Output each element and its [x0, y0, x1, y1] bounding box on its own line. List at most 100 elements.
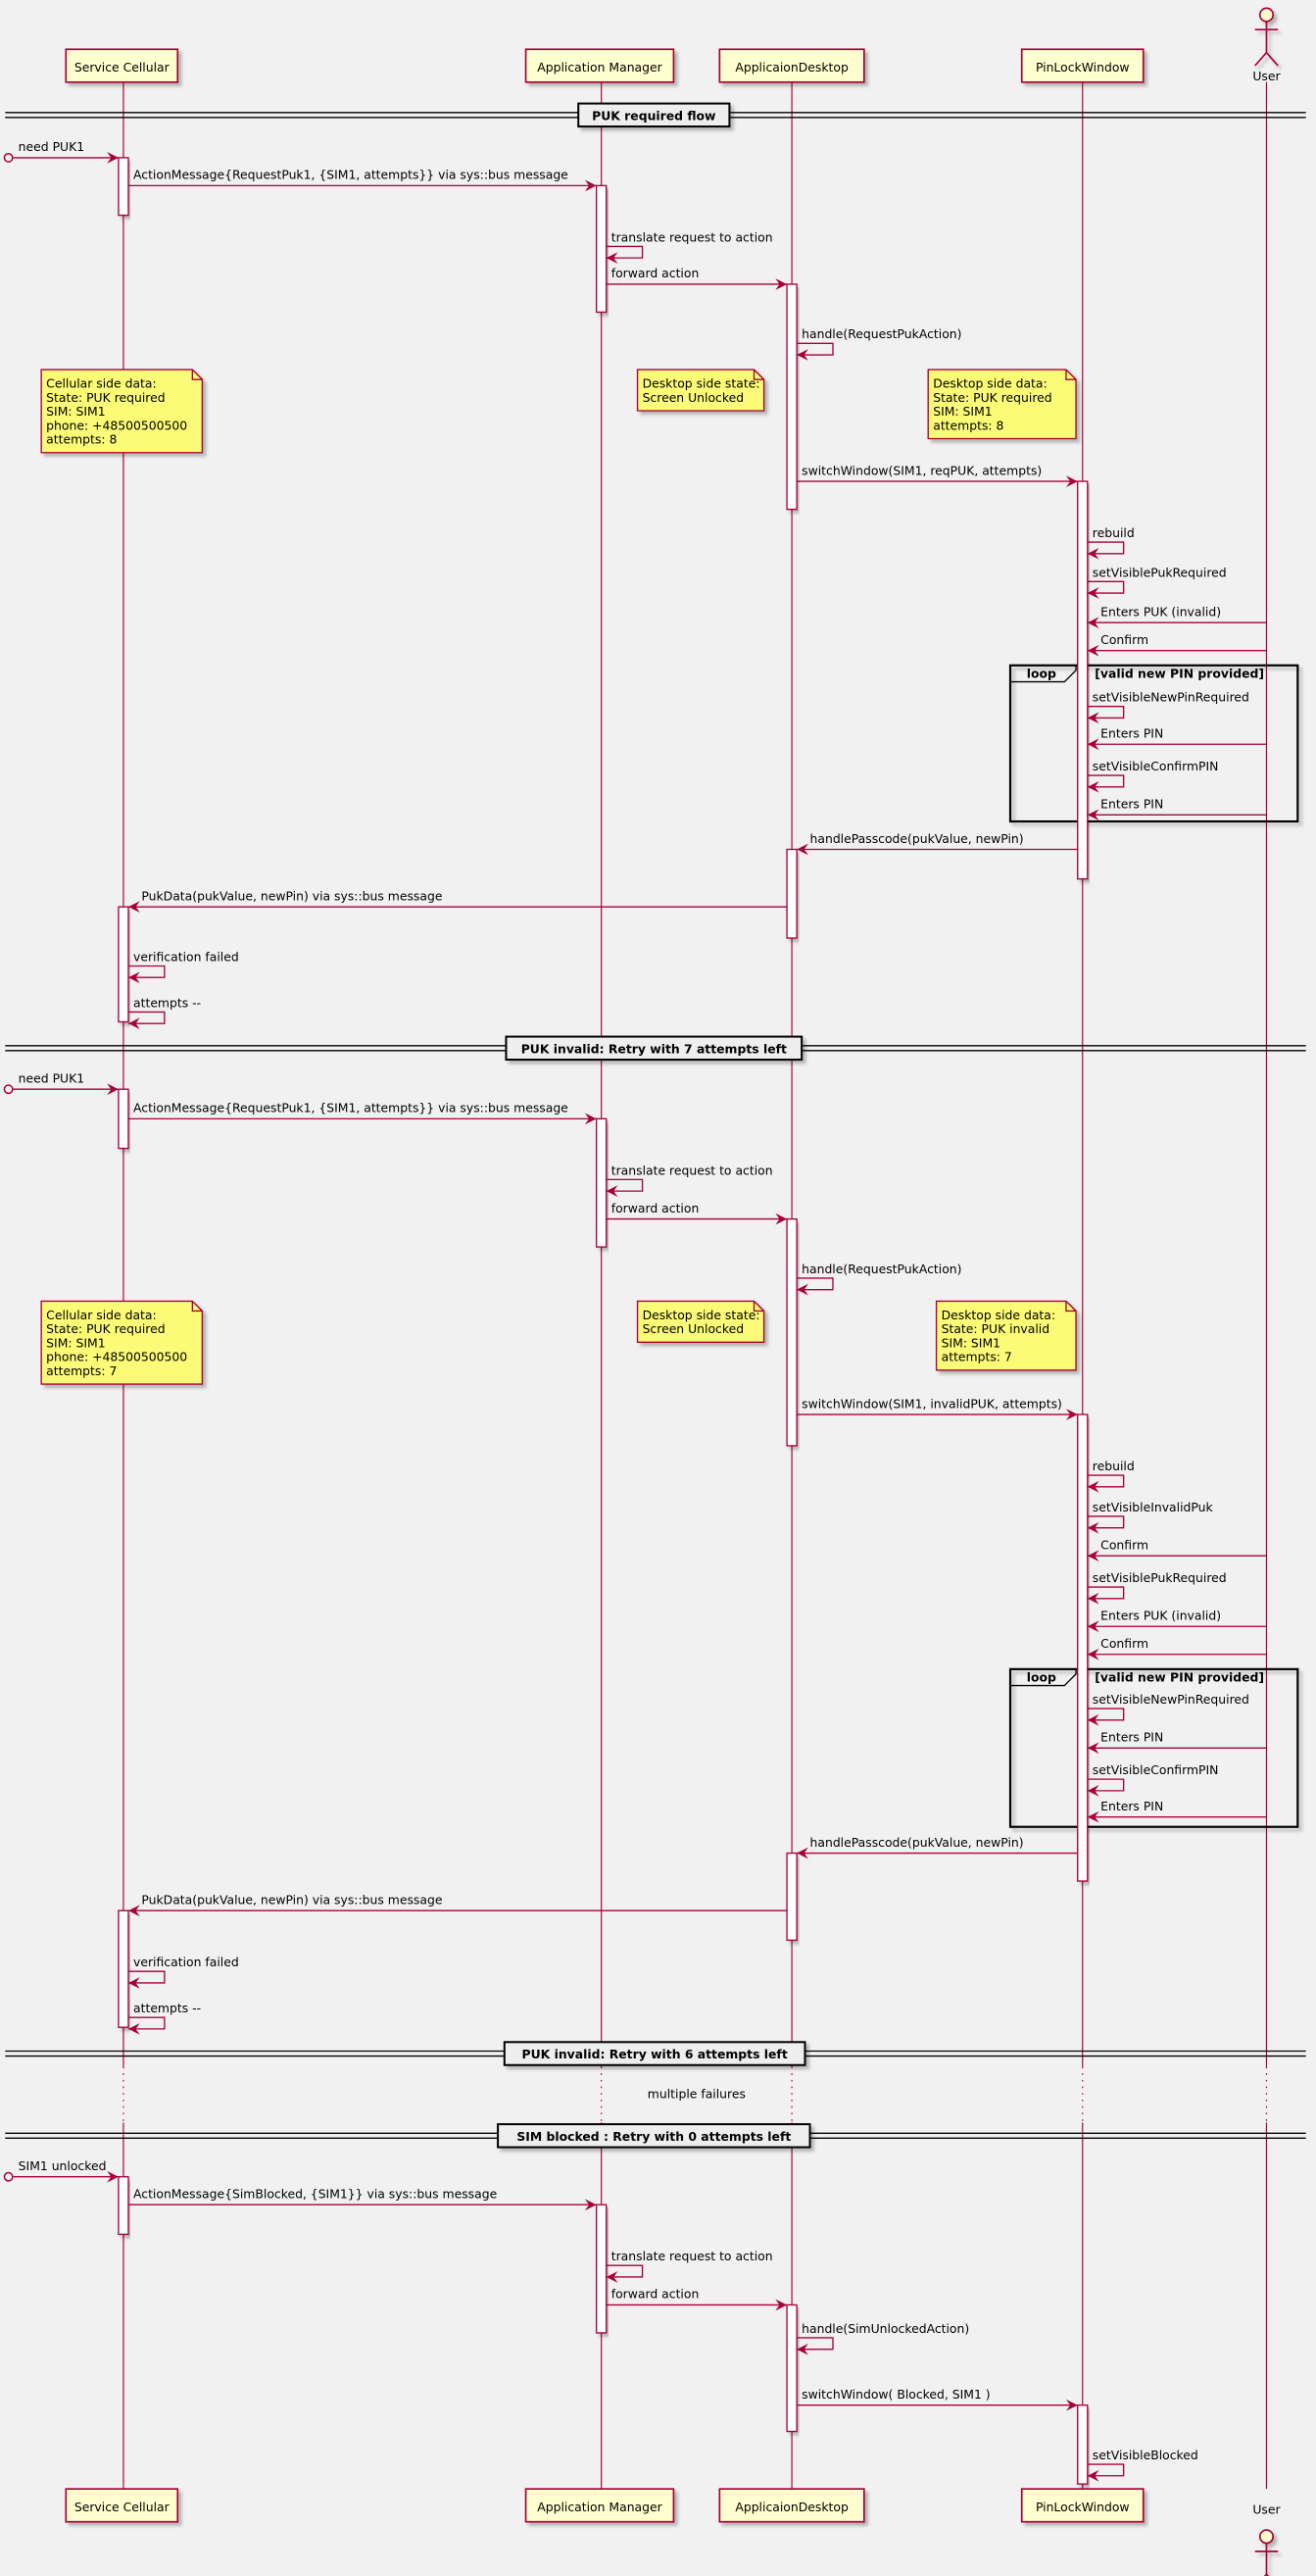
divider-label: PUK invalid: Retry with 7 attempts left	[521, 1041, 787, 1056]
message-label: handle(SimUnlockedAction)	[802, 2321, 969, 2336]
actor-bottom-user	[1254, 2529, 1279, 2576]
arrowhead-icon	[1087, 1620, 1099, 1633]
note-box	[40, 1300, 204, 1385]
activation-am	[595, 184, 608, 314]
note-box	[636, 1300, 765, 1343]
message-label: switchWindow(SIM1, invalidPUK, attempts)	[802, 1396, 1062, 1411]
message: ActionMessage{SimBlocked, {SIM1}} via sy…	[127, 2187, 597, 2211]
participant-top-pl	[1020, 48, 1145, 83]
message: setVisibleInvalidPuk	[1087, 1500, 1214, 1534]
note: Cellular side data:State: PUK requiredSI…	[40, 1300, 204, 1385]
note: Cellular side data:State: PUK requiredSI…	[40, 369, 204, 454]
message: handle(RequestPukAction)	[797, 1262, 961, 1296]
message-label: SIM1 unlocked	[19, 2158, 107, 2173]
arrowhead-icon	[1065, 2399, 1078, 2411]
participant-label: User	[1252, 2502, 1281, 2516]
self-message-line	[1087, 2463, 1125, 2477]
note-line: Desktop side data:	[942, 1308, 1055, 1322]
arrowhead-icon	[1087, 1648, 1099, 1660]
arrowhead-icon	[797, 843, 808, 856]
note-line: State: PUK required	[46, 390, 165, 405]
note-line: phone: +48500500500	[46, 1350, 187, 1364]
divider-box	[577, 102, 731, 128]
message-label: ActionMessage{RequestPuk1, {SIM1, attemp…	[133, 1101, 568, 1115]
message: rebuild	[1087, 525, 1135, 560]
message-label: Confirm	[1100, 1636, 1148, 1651]
actor-top-user	[1254, 7, 1279, 67]
note-line: Desktop side data:	[933, 376, 1047, 391]
message-label: Enters PUK (invalid)	[1100, 1609, 1221, 1623]
activation-sc	[118, 1088, 129, 1150]
delay-label: multiple failures	[648, 2086, 746, 2101]
arrowhead-icon	[1087, 1742, 1099, 1755]
message-label: Enters PUK (invalid)	[1100, 605, 1221, 619]
participant-label: PinLockWindow	[1036, 2500, 1130, 2514]
message-label: setVisiblePukRequired	[1093, 565, 1227, 579]
divider-box	[497, 2123, 811, 2149]
note-line: attempts: 7	[46, 1363, 117, 1378]
loop-frame	[1008, 664, 1299, 823]
self-message-line	[127, 1011, 166, 1024]
participant-label: Service Cellular	[74, 2500, 171, 2514]
arrowhead-icon	[1087, 1784, 1099, 1797]
self-message-line	[606, 2264, 644, 2278]
message-label: translate request to action	[611, 229, 773, 244]
message: Confirm	[1087, 632, 1267, 657]
message-label: attempts --	[133, 995, 201, 1010]
arrowhead-icon	[1087, 547, 1099, 560]
found-message-circle-icon	[3, 1084, 14, 1095]
arrowhead-icon	[1087, 1592, 1099, 1605]
activation-pl	[1077, 480, 1089, 880]
arrowhead-icon	[606, 252, 618, 265]
note-line: State: PUK required	[933, 390, 1051, 405]
activation-ad	[786, 2304, 798, 2433]
message: ActionMessage{RequestPuk1, {SIM1, attemp…	[127, 168, 597, 192]
arrowhead-icon	[606, 2271, 618, 2283]
participant-bottom-pl	[1020, 2488, 1145, 2523]
message-label: Enters PIN	[1100, 1730, 1163, 1745]
arrowhead-icon	[127, 1977, 140, 1989]
note-fold	[1065, 1301, 1077, 1313]
message-label: ActionMessage{RequestPuk1, {SIM1, attemp…	[133, 168, 568, 182]
message-label: forward action	[611, 266, 700, 280]
note-line: State: PUK required	[46, 1321, 165, 1336]
note-line: Cellular side data:	[46, 376, 156, 391]
activation-pl	[1077, 2404, 1089, 2485]
note-box	[40, 369, 204, 454]
message-label: verification failed	[133, 1955, 239, 1969]
message: SIM1 unlocked	[3, 2158, 119, 2183]
actor-head-icon	[1258, 7, 1275, 23]
message: need PUK1	[3, 1070, 119, 1096]
message-label: translate request to action	[611, 1163, 773, 1177]
message-label: setVisibleInvalidPuk	[1093, 1500, 1214, 1514]
message: forward action	[606, 2287, 788, 2311]
activation-pl	[1077, 1413, 1089, 1882]
participant-label: Application Manager	[537, 2500, 662, 2514]
message-label: forward action	[611, 1201, 700, 1215]
note: Desktop side state:Screen Unlocked	[636, 369, 765, 412]
message-label: Confirm	[1100, 1537, 1148, 1552]
self-message-line	[797, 2337, 834, 2351]
message: setVisibleNewPinRequired	[1087, 1692, 1249, 1726]
participant-label: User	[1252, 69, 1281, 83]
participant-bottom-am	[524, 2488, 675, 2523]
self-message-line	[1087, 706, 1125, 719]
actor-body-icon	[1254, 2543, 1279, 2576]
activation-sc	[118, 906, 129, 1023]
message-label: verification failed	[133, 949, 239, 964]
message: translate request to action	[606, 1163, 773, 1197]
message: handle(RequestPukAction)	[797, 326, 961, 361]
note-box	[636, 369, 765, 412]
note-line: Screen Unlocked	[643, 390, 745, 405]
note-line: SIM: SIM1	[942, 1335, 1000, 1350]
message: Enters PIN	[1087, 797, 1267, 821]
arrowhead-icon	[1087, 587, 1099, 599]
message: PukData(pukValue, newPin) via sys::bus m…	[127, 1893, 788, 1917]
note-fold	[753, 370, 764, 380]
arrowhead-icon	[107, 152, 119, 164]
message: Confirm	[1087, 1537, 1267, 1562]
message: verification failed	[127, 949, 239, 984]
divider-box	[503, 2041, 806, 2066]
arrowhead-icon	[584, 2199, 597, 2211]
message-label: handle(RequestPukAction)	[802, 1262, 961, 1276]
